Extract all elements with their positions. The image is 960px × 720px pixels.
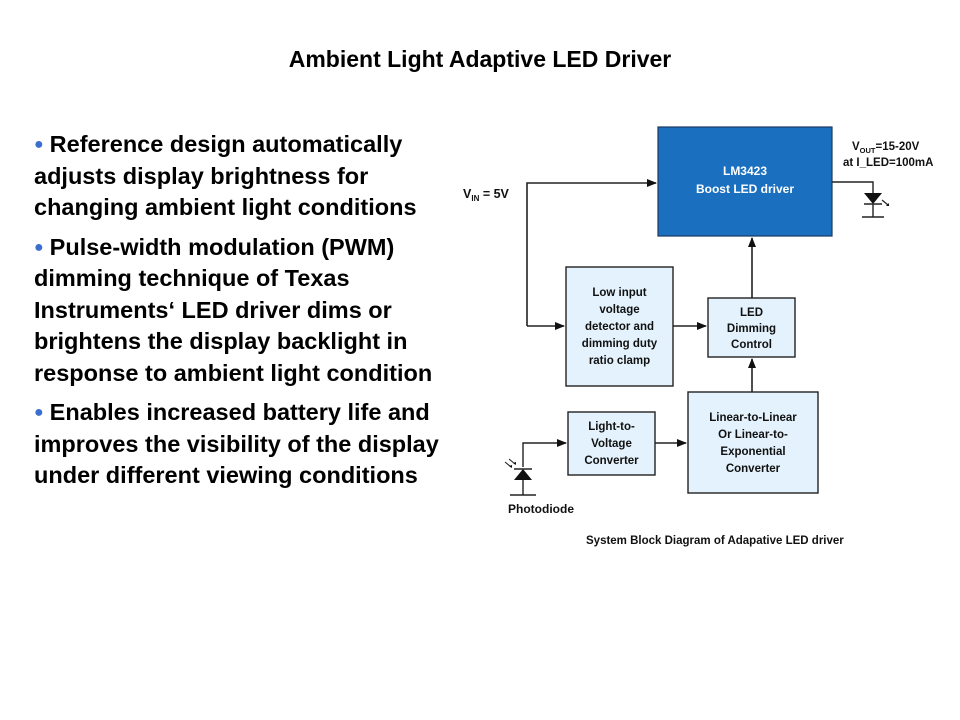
- lm3423-driver-block: LM3423 Boost LED driver: [657, 126, 833, 237]
- led-dimming-control-block: LED Dimming Control: [707, 297, 796, 358]
- svg-text:ratio clamp: ratio clamp: [589, 355, 650, 367]
- slide-title: Ambient Light Adaptive LED Driver: [288, 46, 672, 72]
- bullet-text: Reference design automatically adjusts d…: [34, 131, 417, 220]
- bullet-item: ●Pulse-width modulation (PWM) dimming te…: [34, 232, 454, 390]
- diagram-caption: System Block Diagram of Adapative LED dr…: [586, 535, 844, 547]
- bullet-dot-icon: ●: [34, 238, 44, 256]
- svg-text:Converter: Converter: [584, 455, 639, 467]
- svg-text:Voltage: Voltage: [591, 438, 632, 450]
- vout-current-label: at I_LED=100mA: [843, 157, 933, 169]
- bullet-dot-icon: ●: [34, 404, 44, 421]
- low-input-detector-block: Low input voltage detector and dimming d…: [565, 266, 674, 387]
- svg-text:Linear-to-Linear: Linear-to-Linear: [709, 412, 797, 424]
- photodiode-label: Photodiode: [508, 502, 574, 516]
- svg-text:Light-to-: Light-to-: [588, 421, 635, 433]
- svg-text:Control: Control: [731, 339, 772, 351]
- led-icon: [832, 181, 889, 218]
- vout-label: VOUT=15-20V: [852, 141, 920, 155]
- light-to-voltage-block: Light-to- Voltage Converter: [567, 411, 656, 476]
- bullet-text: Enables increased battery life and impro…: [34, 399, 439, 488]
- svg-text:LM3423: LM3423: [723, 164, 767, 178]
- photodiode-icon: [504, 439, 567, 496]
- svg-text:Dimming: Dimming: [727, 323, 776, 335]
- bullet-list: ●Reference design automatically adjusts …: [34, 129, 454, 500]
- linear-converter-block: Linear-to-Linear Or Linear-to- Exponenti…: [687, 391, 819, 494]
- bullet-text: Pulse-width modulation (PWM) dimming tec…: [34, 233, 433, 386]
- svg-text:LED: LED: [740, 307, 763, 319]
- svg-text:voltage: voltage: [599, 304, 639, 316]
- svg-text:dimming duty: dimming duty: [582, 338, 658, 350]
- svg-text:detector and: detector and: [585, 321, 654, 333]
- bullet-item: ●Enables increased battery life and impr…: [34, 397, 454, 492]
- svg-text:Exponential: Exponential: [720, 446, 785, 458]
- vin-wire: [526, 179, 657, 330]
- svg-text:Or Linear-to-: Or Linear-to-: [718, 429, 788, 441]
- bullet-item: ●Reference design automatically adjusts …: [34, 129, 454, 224]
- bullet-dot-icon: ●: [34, 136, 44, 153]
- vin-label: VIN = 5V: [463, 187, 510, 203]
- svg-text:Boost LED driver: Boost LED driver: [696, 182, 794, 196]
- svg-text:Low input: Low input: [592, 287, 646, 299]
- svg-text:Converter: Converter: [726, 463, 781, 475]
